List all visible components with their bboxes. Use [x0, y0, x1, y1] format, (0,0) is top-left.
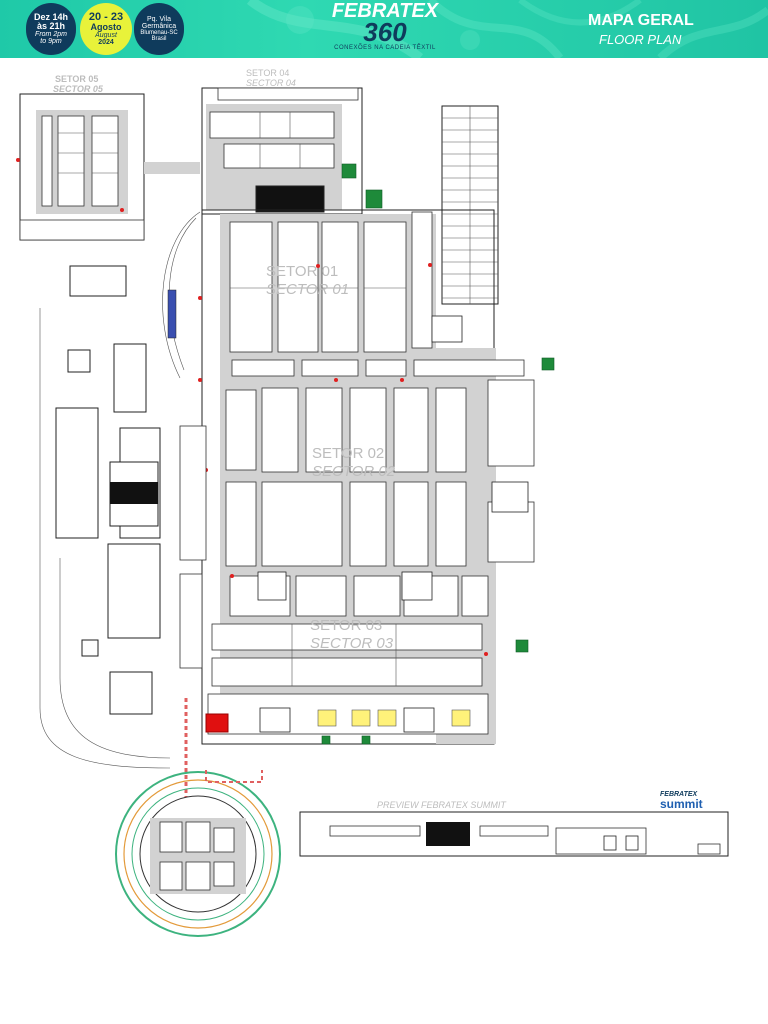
- date-line1: 20 - 23: [88, 11, 124, 23]
- sector-04-hall: [201, 87, 383, 215]
- sector-02-label-en: SECTOR 02: [312, 463, 396, 480]
- summit-round-building: [115, 770, 281, 937]
- floor-plan-map: (function(){ var g = document.querySelec…: [16, 68, 729, 937]
- logo-number: 360: [363, 17, 407, 47]
- logo-tagline: CONEXÕES NA CADEIA TÊXTIL: [334, 45, 436, 51]
- page-title-pt: MAPA GERAL: [588, 12, 694, 29]
- venue-pill: Pq. Vila Germânica Blumenau-SC Brasil: [134, 3, 184, 55]
- venue-line3: Blumenau-SC: [140, 30, 178, 36]
- sector-04-label: SETOR 04: [246, 68, 289, 78]
- page-title-en: FLOOR PLAN: [599, 32, 682, 47]
- sector-03-label-en: SECTOR 03: [310, 635, 394, 652]
- banner-pattern: [246, 0, 768, 58]
- hours-line2: às 21h: [36, 21, 66, 31]
- summit-logo-top: FEBRATEX: [660, 791, 699, 798]
- sector-04-label-en: SECTOR 04: [246, 78, 296, 88]
- summit-preview-plan: [299, 811, 729, 857]
- hours-line1: Dez 14h: [33, 12, 68, 22]
- header-banner: Dez 14h às 21h From 2pm to 9pm 20 - 23 A…: [0, 0, 768, 58]
- sector-01-label: SETOR 01: [266, 263, 338, 280]
- hours-pill: Dez 14h às 21h From 2pm to 9pm: [26, 3, 76, 55]
- date-pill: 20 - 23 Agosto August 2024: [80, 3, 132, 55]
- sector-05-hall: [16, 93, 200, 241]
- preview-summit-label: PREVIEW FEBRATEX SUMMIT: [377, 800, 507, 810]
- restroom-icon: [431, 315, 463, 343]
- auxiliary-buildings: [39, 265, 207, 818]
- sector-02-label: SETOR 02: [312, 445, 384, 462]
- summit-logo-bottom: summit: [660, 797, 703, 811]
- venue-line2: Germânica: [141, 23, 177, 30]
- febratex-logo: FEBRATEX 360 CONEXÕES NA CADEIA TÊXTIL: [320, 0, 450, 58]
- date-line4: 2024: [98, 39, 114, 46]
- main-pavilion: [162, 209, 555, 745]
- parking-area: [441, 105, 499, 305]
- venue-line4: Brasil: [151, 36, 167, 42]
- date-line3: August: [95, 32, 117, 39]
- sector-05-label-en: SECTOR 05: [53, 84, 104, 94]
- hours-line3: From 2pm: [35, 31, 67, 38]
- logo-wordmark: FEBRATEX: [331, 0, 439, 22]
- sector-05-label: SETOR 05: [55, 74, 98, 84]
- venue-line1: Pq. Vila: [147, 16, 171, 23]
- hours-line4: to 9pm: [40, 38, 62, 45]
- sector-03-label: SETOR 03: [310, 617, 382, 634]
- date-line2: Agosto: [90, 22, 122, 32]
- sector-01-label-en: SECTOR 01: [266, 281, 349, 298]
